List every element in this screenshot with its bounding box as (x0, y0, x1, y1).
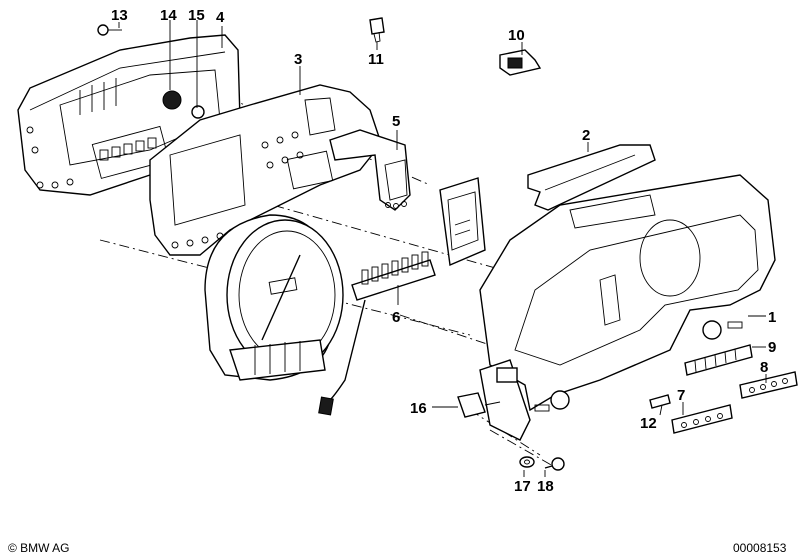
part-12-knob (649, 394, 671, 409)
callout-8: 8 (760, 359, 768, 376)
part-16-connector (457, 392, 501, 418)
callout-labels: 1 2 3 4 5 6 7 8 9 10 11 12 13 14 15 16 1… (111, 7, 776, 495)
callout-12: 12 (640, 415, 657, 432)
part-13-screw (97, 24, 122, 36)
callout-10: 10 (508, 27, 525, 44)
part-7-symbol-strip (671, 404, 733, 434)
warning-light-panel (439, 177, 486, 267)
callout-5: 5 (392, 113, 400, 130)
callout-11: 11 (368, 51, 384, 68)
callout-17: 17 (514, 478, 531, 495)
callout-14: 14 (160, 7, 177, 24)
part-6-lamp-strip (318, 251, 436, 416)
callout-3: 3 (294, 51, 302, 68)
part-5-bracket (329, 129, 411, 211)
leader-lines (118, 20, 767, 477)
callout-18: 18 (537, 478, 554, 495)
part-17-washer (519, 456, 535, 468)
callout-1: 1 (768, 309, 776, 326)
part-18-screw (544, 457, 565, 471)
callout-4: 4 (216, 9, 225, 26)
part-10-clip (499, 49, 542, 76)
part-11-bulb (369, 17, 385, 43)
callout-13: 13 (111, 7, 128, 24)
copyright-text: © BMW AG (8, 541, 70, 555)
callout-6: 6 (392, 309, 400, 326)
part-2-trim-strip (527, 144, 656, 211)
callout-7: 7 (677, 387, 685, 404)
part-1-cluster-housing (479, 174, 776, 441)
speedometer-gauge (204, 214, 344, 381)
callout-2: 2 (582, 127, 590, 144)
callout-16: 16 (410, 400, 427, 417)
callout-9: 9 (768, 339, 776, 356)
part-3-circuit-plate (149, 84, 381, 256)
drawing-number: 00008153 (733, 541, 787, 555)
callout-15: 15 (188, 7, 205, 24)
part-8-symbol-strip (739, 371, 798, 399)
part-9-symbol-strip (684, 344, 753, 376)
